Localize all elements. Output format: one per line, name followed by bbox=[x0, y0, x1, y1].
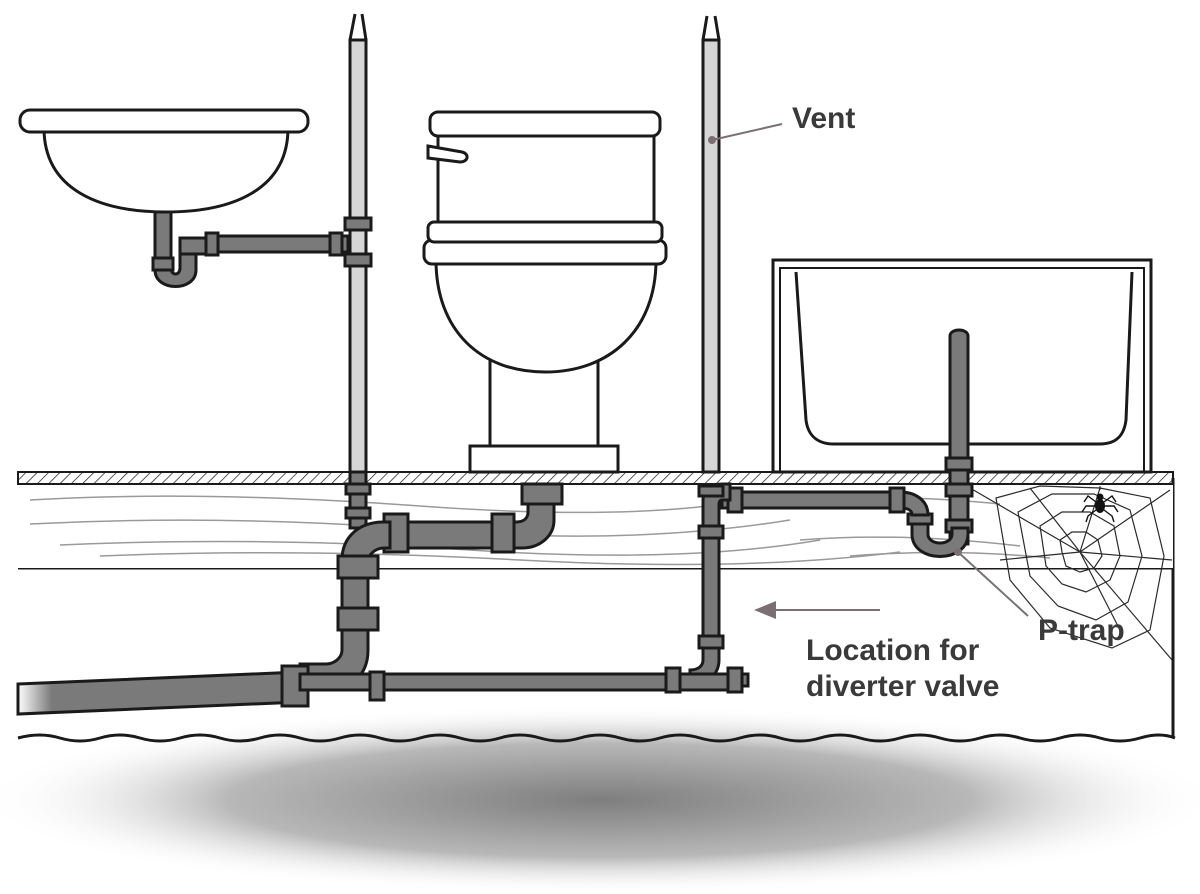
vent-stack-left bbox=[348, 13, 368, 474]
vent-stack-right bbox=[701, 15, 721, 474]
sink-drain-pipe bbox=[151, 210, 373, 288]
sink-icon bbox=[18, 108, 310, 214]
tub-drain-pipe bbox=[688, 328, 974, 688]
main-sewer-line bbox=[16, 664, 750, 716]
ground-shadow bbox=[0, 705, 1200, 894]
spiderweb-icon bbox=[969, 485, 1173, 661]
vent-label: Vent bbox=[792, 102, 855, 135]
ptrap-leader-line bbox=[957, 551, 1029, 617]
toilet-drain-pipe bbox=[382, 482, 564, 554]
leader-lines bbox=[708, 123, 1029, 617]
arrow-left-icon bbox=[754, 601, 880, 619]
main-stack-pipe bbox=[298, 470, 392, 692]
subfloor bbox=[17, 471, 1174, 485]
spider-icon bbox=[1081, 486, 1119, 523]
toilet-icon bbox=[422, 110, 668, 474]
p-trap-label: P-trap bbox=[1038, 614, 1125, 647]
diverter-label-line2: diverter valve bbox=[806, 670, 999, 703]
vent-leader-line bbox=[711, 123, 783, 141]
diverter-label-line1: Location for bbox=[806, 634, 980, 667]
